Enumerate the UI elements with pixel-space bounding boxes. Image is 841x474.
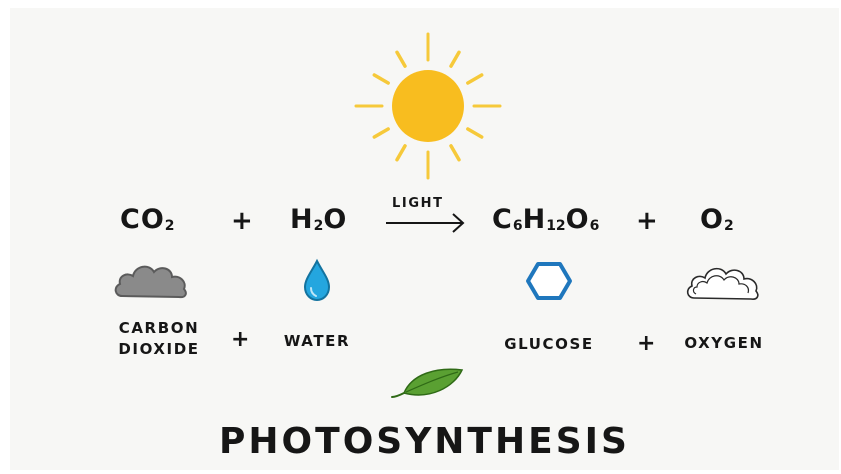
formula-subscript: 6 [589,218,600,234]
label-line: DIOXIDE [118,340,200,358]
diagram-canvas: CO2 + H2O LIGHT C6H12O6 + O2 CARBON DIOX… [10,8,839,470]
formula-carbon-dioxide: CO2 [120,206,175,233]
gray-cloud-icon [114,265,187,299]
white-cloud-shape [686,267,759,300]
label-line: CARBON [118,319,200,337]
formula-text: O2 [700,204,734,235]
sun-ray [466,127,484,139]
hexagon-shape [526,262,572,300]
label-line: WATER [283,332,351,350]
hexagon-icon [526,262,572,300]
sun-icon [354,32,502,180]
leaf-icon [391,368,464,398]
sun-ray [395,144,407,162]
plus-sign-formula-2: + [636,206,658,236]
formula-text: H2O [290,204,347,235]
label-line: GLUCOSE [504,335,594,353]
formula-element: CO [120,204,165,235]
plus-sign-formula-1: + [231,206,253,236]
label-glucose: GLUCOSE [494,334,604,355]
sun-ray [466,73,484,85]
formula-element: O [700,204,724,235]
formula-subscript: 12 [546,218,566,234]
label-water: WATER [272,331,362,352]
diagram-title: PHOTOSYNTHESIS [219,421,630,462]
sun-core [392,70,464,142]
formula-element: O [323,204,348,235]
sun-ray [449,50,461,68]
label-carbon-dioxide: CARBON DIOXIDE [104,318,214,360]
formula-element: H [290,204,314,235]
formula-oxygen: O2 [700,206,734,233]
formula-text: C6H12O6 [492,204,599,235]
formula-subscript: 2 [164,218,175,234]
sun-rays [354,32,502,180]
label-line: OXYGEN [684,334,764,352]
reaction-arrow [386,213,465,233]
formula-water: H2O [290,206,347,233]
formula-text: CO2 [120,204,175,235]
gray-cloud-shape [114,265,187,299]
arrow-label: LIGHT [392,196,444,211]
sun-ray [449,144,461,162]
formula-subscript: 6 [512,218,523,234]
formula-glucose: C6H12O6 [492,206,599,233]
formula-subscript: 2 [313,218,324,234]
white-cloud-icon [686,267,759,300]
water-drop-icon [303,258,331,302]
label-oxygen: OXYGEN [674,333,774,354]
sun-ray [372,73,390,85]
formula-element: H [522,204,547,235]
formula-subscript: 2 [723,218,734,234]
formula-element: C [492,204,513,235]
plus-sign-label-1: + [231,327,250,352]
sun-ray [372,127,390,139]
formula-element: O [565,204,590,235]
sun-ray [395,50,407,68]
plus-sign-label-2: + [637,331,656,356]
water-drop-shape [303,258,331,302]
